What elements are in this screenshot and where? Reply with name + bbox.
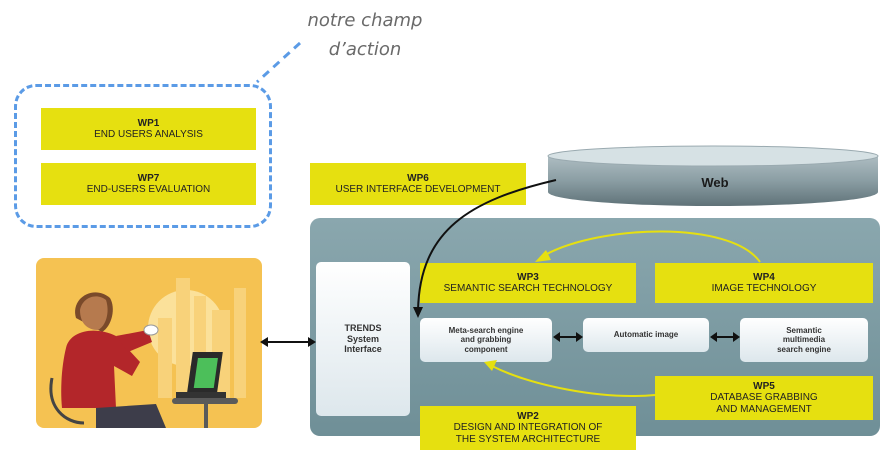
user-trends-arrow — [260, 337, 316, 347]
wp5-box: WP5 DATABASE GRABBING AND MANAGEMENT — [655, 376, 873, 420]
wp3-title: WP3 — [517, 271, 539, 283]
wp6-box: WP6 USER INTERFACE DEVELOPMENT — [310, 163, 526, 205]
wp2-line-2: THE SYSTEM ARCHITECTURE — [455, 433, 601, 445]
wp4-title: WP4 — [753, 271, 775, 283]
wp1-box: WP1 END USERS ANALYSIS — [41, 108, 256, 150]
meta-line-3: component — [464, 344, 508, 354]
auto-semantic-arrow — [710, 332, 740, 342]
web-label: Web — [701, 175, 729, 190]
annotation-line-1: notre champ — [307, 10, 423, 31]
wp2-box: WP2 DESIGN AND INTEGRATION OF THE SYSTEM… — [420, 406, 636, 450]
automatic-image-box: Automatic image — [583, 318, 709, 352]
trends-line-3: Interface — [344, 344, 382, 355]
wp3-desc: SEMANTIC SEARCH TECHNOLOGY — [443, 283, 613, 294]
semantic-line-1: Semantic — [786, 325, 822, 335]
wp6-title: WP6 — [407, 172, 429, 184]
meta-line-2: and grabbing — [460, 335, 512, 345]
wp2-line-1: DESIGN AND INTEGRATION OF — [453, 422, 603, 434]
wp4-desc: IMAGE TECHNOLOGY — [711, 283, 817, 294]
wp7-box: WP7 END-USERS EVALUATION — [41, 163, 256, 205]
meta-search-box: Meta-search engine and grabbing componen… — [420, 318, 552, 362]
wp3-box: WP3 SEMANTIC SEARCH TECHNOLOGY — [420, 263, 636, 303]
annotation-line-2: d’action — [328, 39, 402, 60]
wp5-line-1: DATABASE GRABBING — [710, 392, 818, 404]
trends-line-2: System — [346, 333, 380, 344]
user-illustration — [36, 258, 262, 428]
wp4-box: WP4 IMAGE TECHNOLOGY — [655, 263, 873, 303]
trends-line-1: TRENDS — [344, 322, 382, 333]
trends-interface-box: TRENDS System Interface — [316, 262, 410, 416]
action-scope-group — [14, 84, 272, 228]
wp1-desc: END USERS ANALYSIS — [94, 129, 203, 140]
wp6-desc: USER INTERFACE DEVELOPMENT — [335, 184, 501, 195]
web-cylinder — [547, 145, 879, 206]
wp7-desc: END-USERS EVALUATION — [86, 184, 211, 195]
wp5-line-2: AND MANAGEMENT — [716, 403, 812, 415]
auto-label: Automatic image — [613, 330, 679, 340]
semantic-engine-box: Semantic multimedia search engine — [740, 318, 868, 362]
semantic-line-2: multimedia — [782, 335, 826, 345]
meta-auto-arrow — [553, 332, 583, 342]
wp5-title: WP5 — [753, 380, 775, 392]
meta-line-1: Meta-search engine — [448, 325, 524, 335]
wp1-title: WP1 — [137, 117, 160, 129]
wp7-title: WP7 — [137, 172, 160, 184]
semantic-line-3: search engine — [777, 344, 831, 354]
wp2-title: WP2 — [517, 410, 539, 422]
